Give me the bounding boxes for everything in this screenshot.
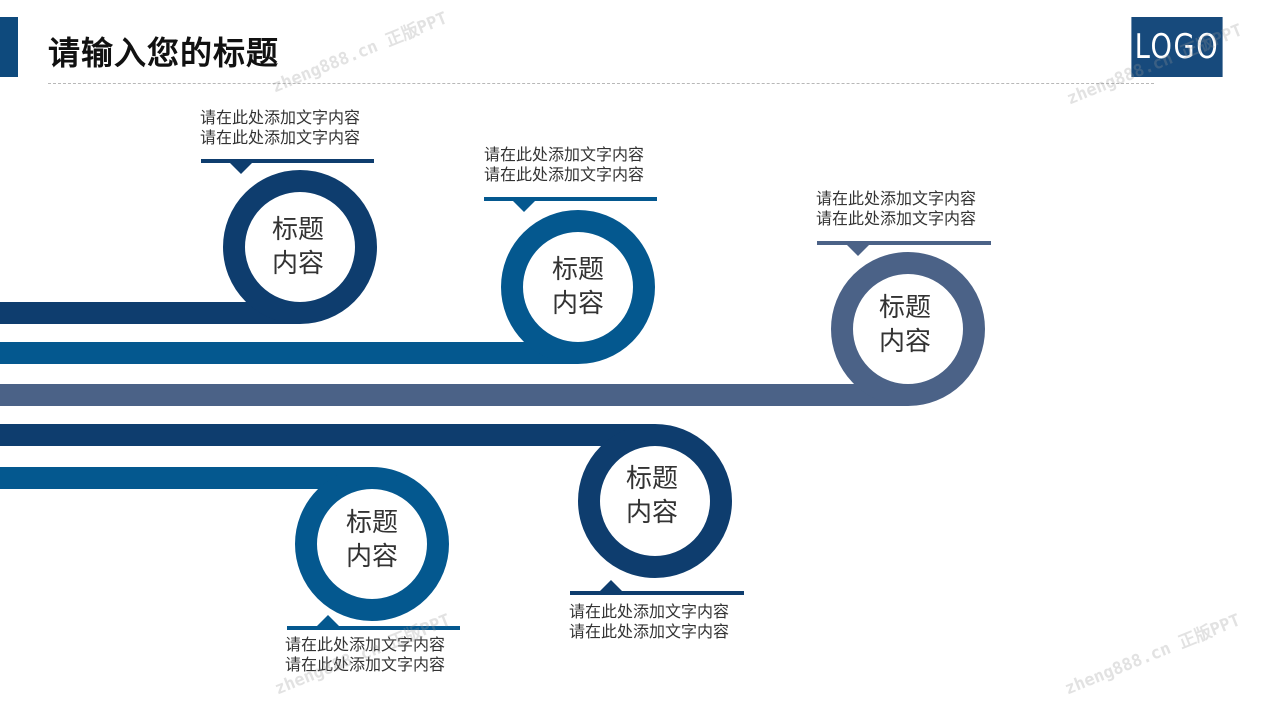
node-3-label-line1: 标题 bbox=[878, 293, 931, 323]
pointer-2 bbox=[484, 197, 657, 212]
node-1-description: 请在此处添加文字内容 请在此处添加文字内容 bbox=[185, 108, 375, 148]
title-divider bbox=[48, 83, 1154, 84]
pointer-5 bbox=[287, 615, 460, 630]
node-1-label: 标题 内容 bbox=[243, 213, 353, 281]
node-2-description: 请在此处添加文字内容 请在此处添加文字内容 bbox=[469, 145, 659, 185]
node-5-desc-line2: 请在此处添加文字内容 bbox=[284, 655, 445, 674]
node-3-label-line2: 内容 bbox=[878, 327, 931, 357]
node-5-description: 请在此处添加文字内容 请在此处添加文字内容 bbox=[270, 635, 460, 675]
node-2-desc-line1: 请在此处添加文字内容 bbox=[483, 145, 644, 164]
node-4-description: 请在此处添加文字内容 请在此处添加文字内容 bbox=[554, 602, 744, 642]
node-4-desc-line2: 请在此处添加文字内容 bbox=[568, 622, 729, 641]
node-2-label-line1: 标题 bbox=[551, 255, 604, 285]
node-5-label-line2: 内容 bbox=[345, 542, 398, 572]
track-3 bbox=[0, 252, 985, 406]
node-1-desc-line2: 请在此处添加文字内容 bbox=[199, 128, 360, 147]
node-4-desc-line1: 请在此处添加文字内容 bbox=[568, 602, 729, 621]
node-1-label-line2: 内容 bbox=[271, 249, 324, 279]
node-2-label: 标题 内容 bbox=[523, 253, 633, 321]
node-2-desc-line2: 请在此处添加文字内容 bbox=[483, 165, 644, 184]
node-5-label: 标题 内容 bbox=[317, 506, 427, 574]
pointer-3 bbox=[817, 241, 991, 256]
title-accent-bar bbox=[0, 17, 18, 77]
track-1 bbox=[0, 170, 377, 324]
node-4-label: 标题 内容 bbox=[597, 462, 707, 530]
node-1-desc-line1: 请在此处添加文字内容 bbox=[199, 108, 360, 127]
node-4-label-line1: 标题 bbox=[625, 464, 678, 494]
logo: LOGO bbox=[1131, 17, 1223, 77]
pointer-4 bbox=[570, 580, 744, 595]
node-2-label-line2: 内容 bbox=[551, 289, 604, 319]
node-4-label-line2: 内容 bbox=[625, 498, 678, 528]
node-5-desc-line1: 请在此处添加文字内容 bbox=[284, 635, 445, 654]
pointer-1 bbox=[201, 159, 374, 174]
node-3-desc-line1: 请在此处添加文字内容 bbox=[815, 189, 976, 208]
node-3-desc-line2: 请在此处添加文字内容 bbox=[815, 209, 976, 228]
track-5 bbox=[0, 467, 449, 621]
node-1-label-line1: 标题 bbox=[271, 215, 324, 245]
page-title: 请输入您的标题 bbox=[48, 34, 280, 72]
track-4 bbox=[0, 424, 732, 578]
node-3-label: 标题 内容 bbox=[850, 291, 960, 359]
track-2 bbox=[0, 210, 655, 364]
node-5-label-line1: 标题 bbox=[345, 508, 398, 538]
node-3-description: 请在此处添加文字内容 请在此处添加文字内容 bbox=[801, 189, 991, 229]
